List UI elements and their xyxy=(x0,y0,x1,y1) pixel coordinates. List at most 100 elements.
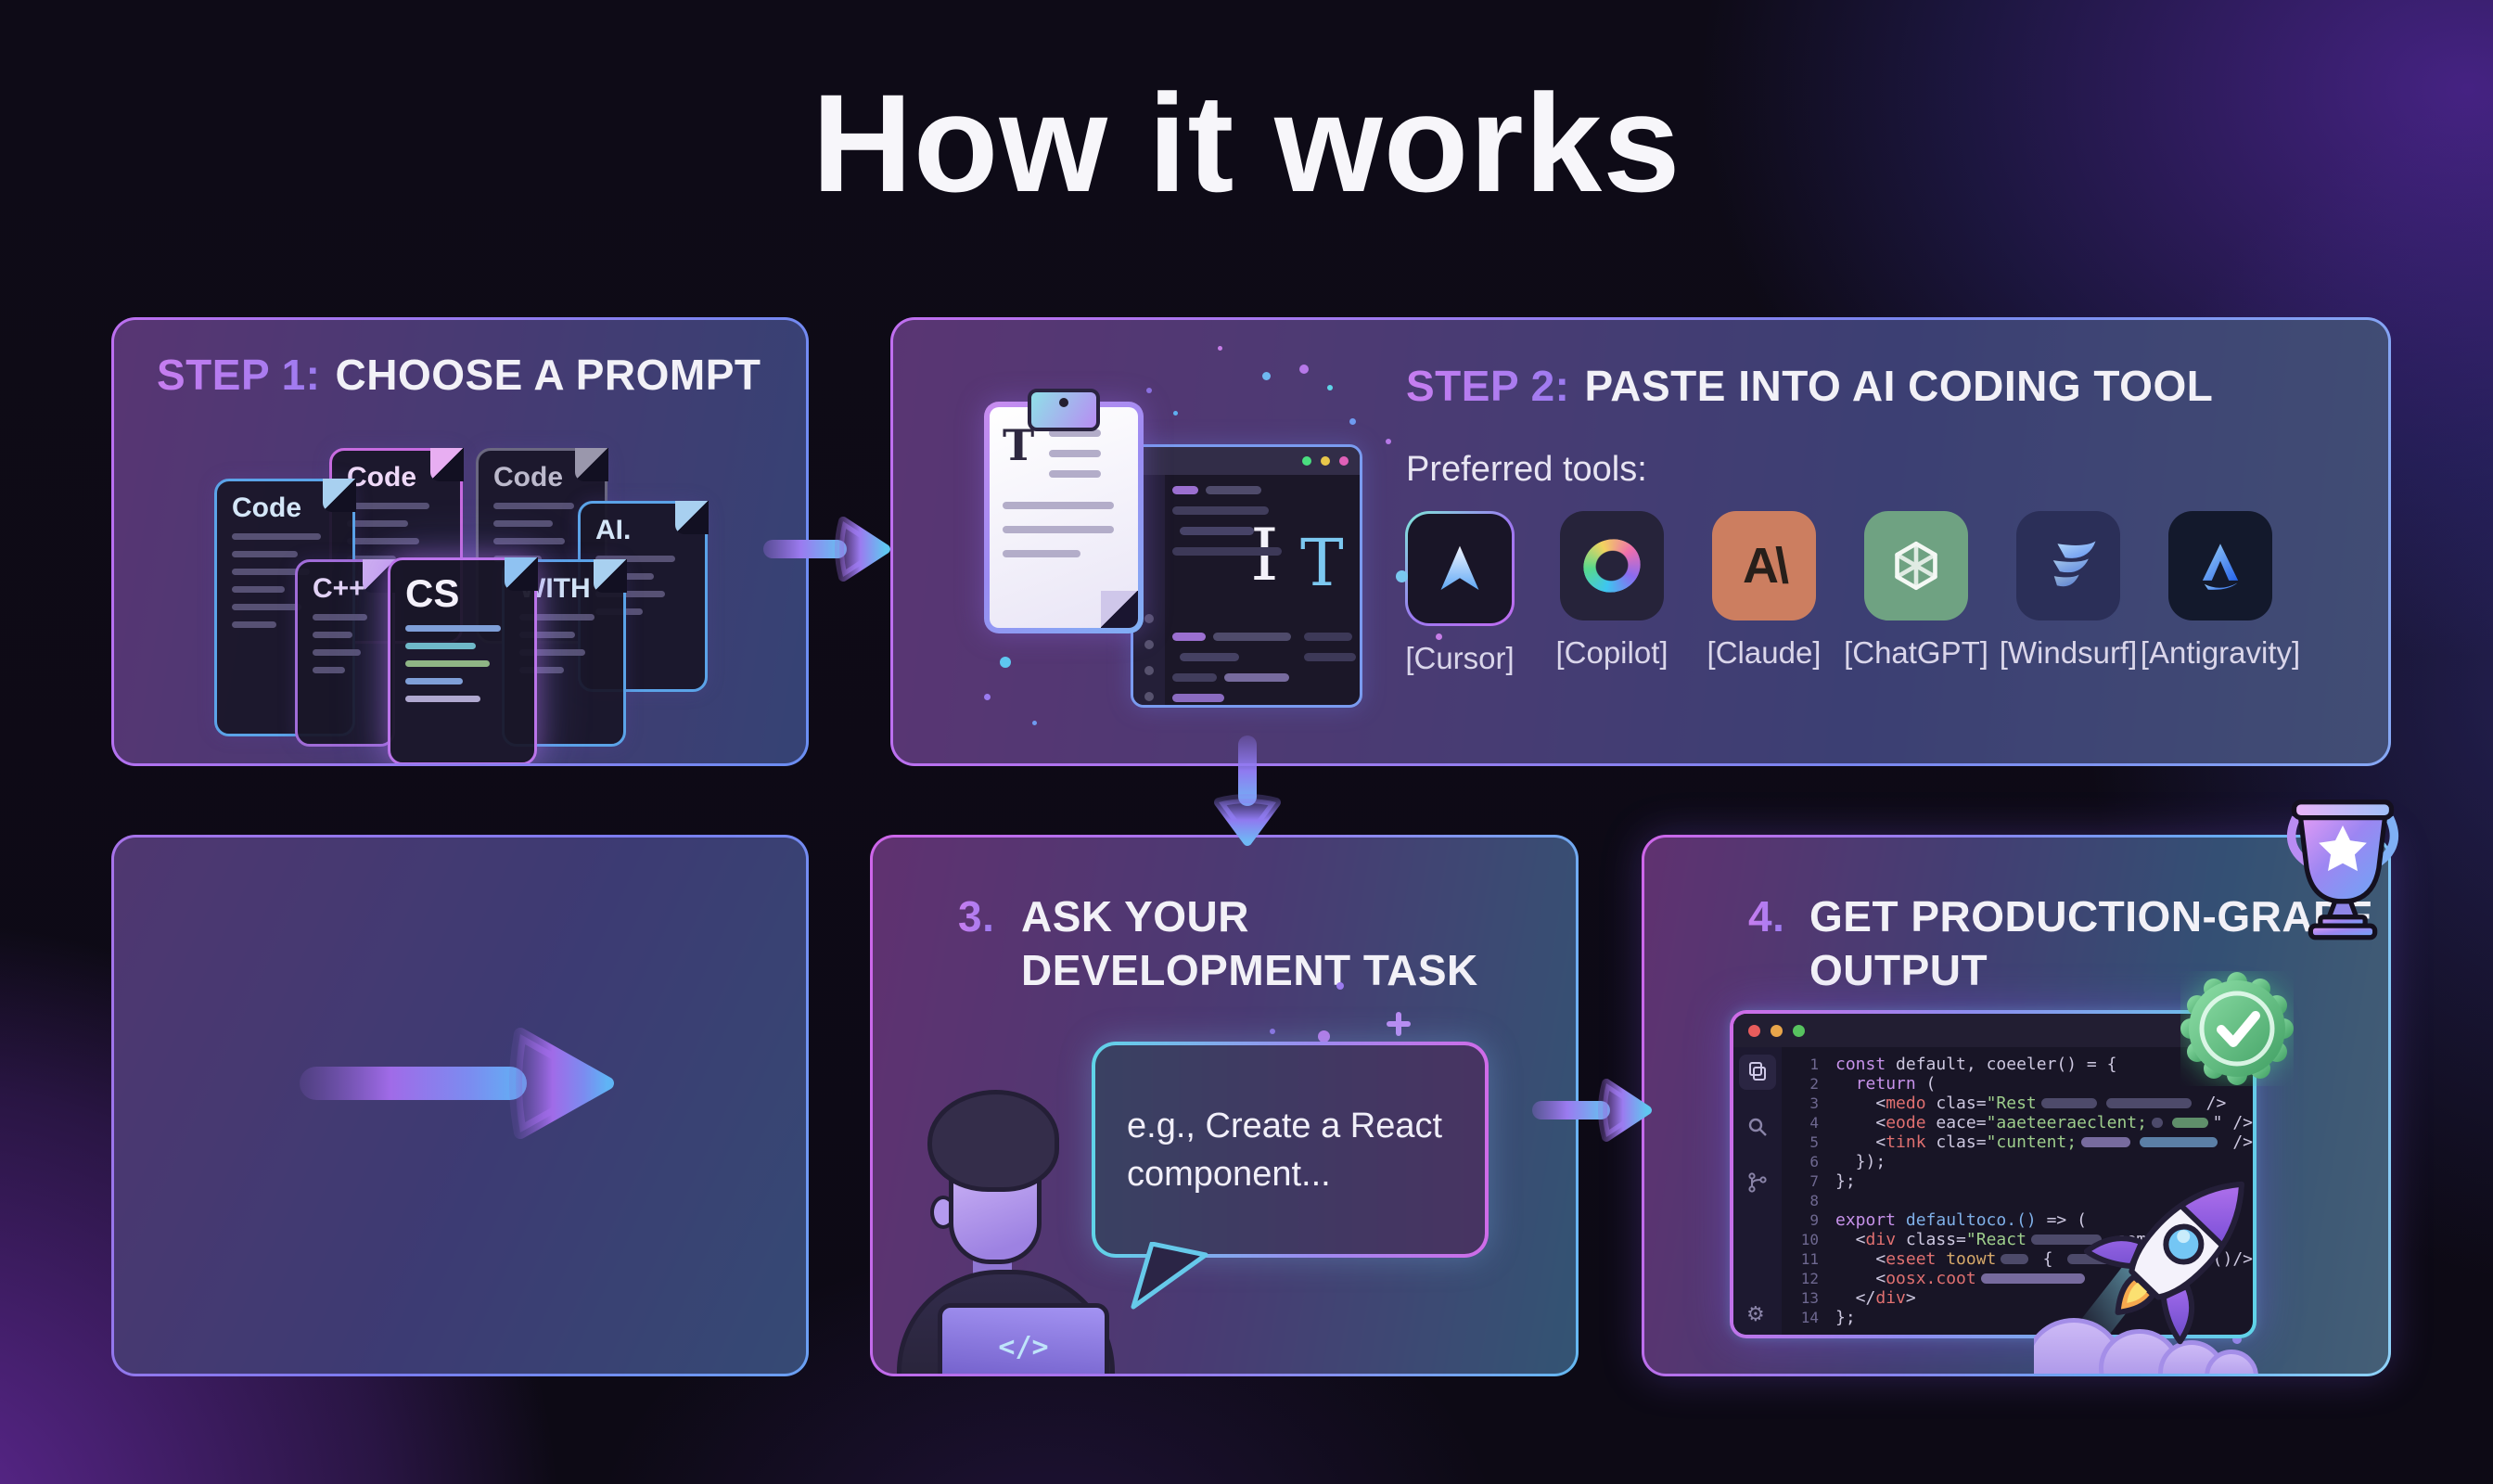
copilot-app-icon xyxy=(1560,511,1664,620)
sparkle-dot xyxy=(1336,982,1344,990)
editor-titlebar xyxy=(1133,447,1360,475)
line-number: 14 xyxy=(1800,1309,1819,1326)
line-number: 11 xyxy=(1800,1250,1819,1268)
clipboard-letter: T xyxy=(1003,420,1035,470)
code-line: 7}; xyxy=(1782,1171,2253,1191)
step3-number: 3. xyxy=(958,891,994,942)
window-dot-orange xyxy=(1771,1025,1783,1037)
sparkle-plus-icon xyxy=(1387,1012,1411,1036)
line-number: 13 xyxy=(1800,1289,1819,1307)
editor-illustration: I T xyxy=(1131,444,1362,708)
document-label: Code xyxy=(493,462,563,493)
folded-corner xyxy=(504,556,538,591)
line-number: 5 xyxy=(1809,1133,1819,1151)
tools-row: [Cursor][Copilot]A\[Claude][ChatGPT][Win… xyxy=(1405,511,2300,676)
folded-corner xyxy=(574,447,608,481)
windsurf-app-icon xyxy=(2016,511,2120,620)
step2-title: PASTE INTO AI CODING TOOL xyxy=(1584,362,2214,410)
code-line: 12 <oosx.coot xyxy=(1782,1269,2253,1288)
folded-corner xyxy=(322,478,356,512)
step4-title-line2: OUTPUT xyxy=(1809,946,1988,994)
arrow-step3-to-step4-icon xyxy=(1532,1079,1652,1142)
sparkle-dot xyxy=(1218,346,1222,351)
git-branch-icon xyxy=(1748,1172,1767,1193)
document-label: Code xyxy=(232,493,301,523)
flow-panel xyxy=(111,835,809,1376)
code-placeholder-bar xyxy=(2171,1118,2208,1128)
step3-number-wrap: 3. xyxy=(958,891,994,942)
laptop-code-glyph: </> xyxy=(998,1330,1049,1363)
sparkle-dot xyxy=(1386,439,1391,444)
code-placeholder-bar xyxy=(2151,1118,2163,1128)
code-placeholder-bar xyxy=(2030,1235,2102,1245)
sparkle-dot xyxy=(1270,1029,1275,1034)
tool-label: [Cursor] xyxy=(1405,641,1515,675)
sparkle-dot xyxy=(1396,570,1408,582)
code-placeholder-bar xyxy=(2081,1137,2131,1147)
arrow-step1-to-step2-icon xyxy=(763,517,890,582)
tool-label: [ChatGPT] xyxy=(1844,635,1988,670)
tool-cursor: [Cursor] xyxy=(1405,511,1515,676)
tool-copilot: [Copilot] xyxy=(1555,511,1668,676)
folded-corner xyxy=(674,500,709,534)
clipboard-clip xyxy=(1028,389,1100,431)
tool-windsurf: [Windsurf] xyxy=(2000,511,2137,676)
document-card: CS xyxy=(388,556,538,763)
sparkle-dot xyxy=(1146,388,1152,393)
document-label: AI. xyxy=(595,515,632,545)
editor-body: I T xyxy=(1165,475,1360,705)
active-tab-highlight xyxy=(1739,1055,1776,1090)
chatgpt-app-icon xyxy=(1864,511,1968,620)
person-hair xyxy=(927,1090,1059,1192)
speech-bubble: e.g., Create a React component... xyxy=(1092,1042,1489,1258)
step2-label: STEP 2: xyxy=(1406,361,1570,412)
step3-title-line2: DEVELOPMENT TASK xyxy=(1021,946,1478,994)
step3-panel: 3. ASK YOUR DEVELOPMENT TASK e.g., Creat… xyxy=(870,835,1579,1376)
code-line: 8 xyxy=(1782,1191,2253,1210)
clipboard-paper: T xyxy=(990,407,1138,628)
code-line: 13 </div> xyxy=(1782,1288,2253,1308)
laptop: </> xyxy=(938,1303,1109,1374)
document-card: C++ xyxy=(295,558,396,747)
line-number: 4 xyxy=(1809,1114,1819,1132)
code-placeholder-bar xyxy=(2040,1098,2097,1108)
code-line: 2 return ( xyxy=(1782,1074,2253,1094)
tool-label: [Claude] xyxy=(1707,635,1822,670)
sparkle-dot xyxy=(1173,411,1178,416)
step1-header: STEP 1: CHOOSE A PROMPT xyxy=(157,350,761,401)
typed-letter: T xyxy=(1300,525,1344,601)
window-dot-pink xyxy=(1339,456,1349,466)
sparkle-dot xyxy=(1299,365,1309,374)
step4-number-wrap: 4. xyxy=(1748,891,1784,942)
bubble-text-line2: component... xyxy=(1127,1154,1331,1194)
output-editor-sidebar: ⚙ xyxy=(1733,1047,1782,1335)
code-line: 6 }); xyxy=(1782,1152,2253,1171)
code-line: 4 <eode eace="aaeteeraeclent;" /> xyxy=(1782,1113,2253,1132)
bubble-text-line1: e.g., Create a React xyxy=(1127,1106,1443,1145)
window-dot-red xyxy=(1748,1025,1760,1037)
sparkle-dot xyxy=(1318,1030,1330,1043)
line-number: 3 xyxy=(1809,1094,1819,1112)
document-label: C++ xyxy=(313,573,365,604)
sparkle-dot xyxy=(1327,385,1333,390)
code-placeholder-bar xyxy=(2140,1137,2218,1147)
sparkle-dot xyxy=(984,694,991,700)
line-number: 2 xyxy=(1809,1075,1819,1093)
search-icon xyxy=(1748,1118,1767,1136)
tool-chatgpt: [ChatGPT] xyxy=(1844,511,1988,676)
files-icon xyxy=(1749,1062,1766,1081)
preferred-tools-label: Preferred tools: xyxy=(1406,450,1647,489)
step4-title: GET PRODUCTION-GRADE OUTPUT xyxy=(1809,889,2373,997)
sparkle-dot xyxy=(1349,418,1356,425)
code-line: 5 <tink clas="cuntent; /> xyxy=(1782,1132,2253,1152)
rocket-icon xyxy=(2083,1181,2244,1345)
verified-check-badge xyxy=(2180,972,2294,1085)
spark-dot xyxy=(2232,1335,2242,1344)
paper-fold xyxy=(1101,591,1138,628)
step4-title-line1: GET PRODUCTION-GRADE xyxy=(1809,892,2373,940)
step4-number: 4. xyxy=(1748,891,1784,942)
trophy-icon xyxy=(2286,800,2399,940)
cursor-app-icon xyxy=(1405,511,1515,626)
